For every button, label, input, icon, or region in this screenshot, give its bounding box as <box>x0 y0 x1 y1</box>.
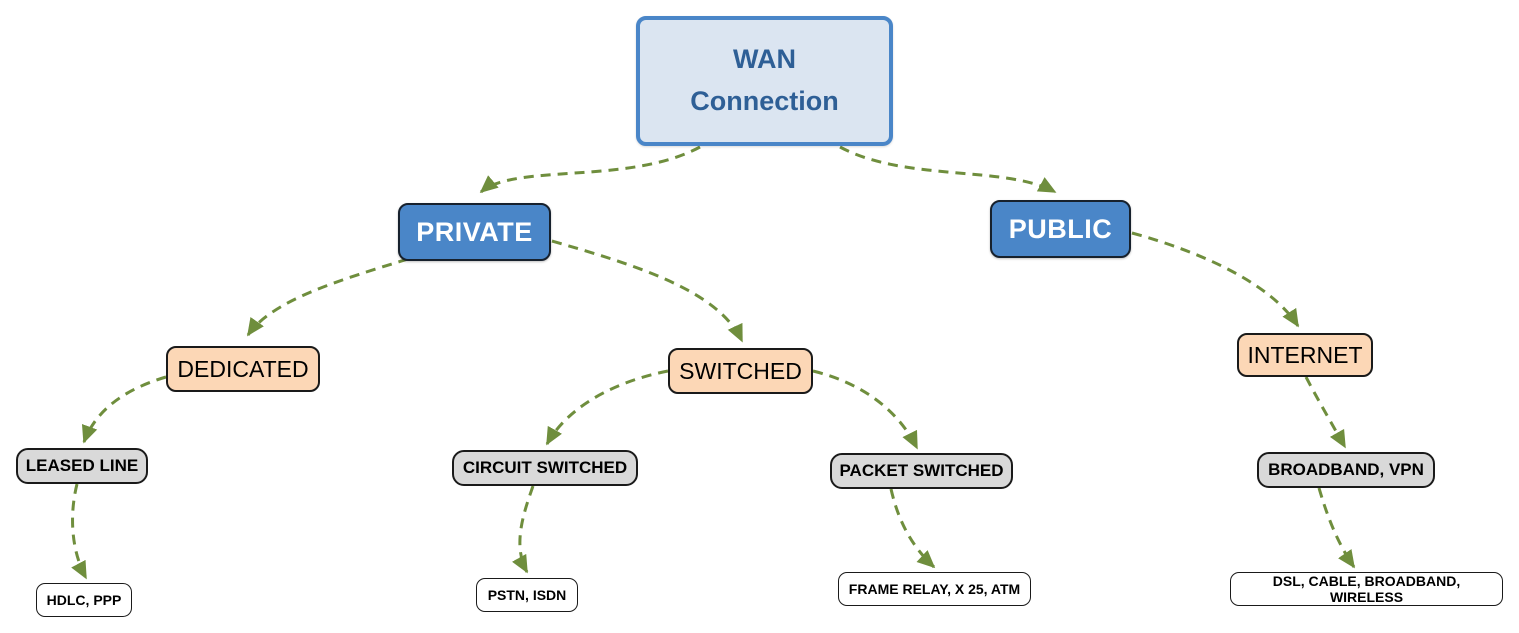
edge-broadband-dsl <box>1317 487 1356 569</box>
edge-private-switched <box>551 239 744 343</box>
edge-public-internet <box>1131 231 1300 328</box>
node-wan-connection[interactable]: WAN Connection <box>636 16 893 146</box>
node-public-label: PUBLIC <box>1008 213 1113 244</box>
node-leased-line[interactable]: LEASED LINE <box>16 448 148 484</box>
node-public[interactable]: PUBLIC <box>990 200 1131 258</box>
node-broadband-vpn-label: BROADBAND, VPN <box>1268 460 1424 479</box>
node-hdlc-ppp[interactable]: HDLC, PPP <box>36 583 132 617</box>
node-broadband-vpn[interactable]: BROADBAND, VPN <box>1257 452 1435 488</box>
node-dedicated[interactable]: DEDICATED <box>166 346 320 392</box>
edge-private-dedicated <box>246 257 409 337</box>
node-circuit-switched-label: CIRCUIT SWITCHED <box>462 458 628 477</box>
node-frame-relay[interactable]: FRAME RELAY, X 25, ATM <box>838 572 1031 606</box>
node-switched-label: SWITCHED <box>679 357 802 384</box>
node-pstn-isdn-label: PSTN, ISDN <box>487 587 567 603</box>
node-internet[interactable]: INTERNET <box>1237 333 1373 377</box>
node-private-label: PRIVATE <box>416 216 533 247</box>
node-dsl-cable[interactable]: DSL, CABLE, BROADBAND, WIRELESS <box>1230 572 1503 606</box>
edge-leasedline-hdlc <box>71 483 88 580</box>
node-circuit-switched[interactable]: CIRCUIT SWITCHED <box>452 450 638 486</box>
node-frame-relay-label: FRAME RELAY, X 25, ATM <box>848 581 1021 597</box>
node-dedicated-label: DEDICATED <box>177 355 309 382</box>
edge-switched-circuit <box>545 369 669 446</box>
node-private[interactable]: PRIVATE <box>398 203 551 261</box>
edge-wan-private <box>479 145 701 194</box>
edge-circuit-pstn <box>512 485 535 574</box>
node-dsl-cable-label: DSL, CABLE, BROADBAND, WIRELESS <box>1272 573 1461 605</box>
node-packet-switched-label: PACKET SWITCHED <box>839 461 1004 480</box>
node-switched[interactable]: SWITCHED <box>668 348 813 394</box>
node-wan-connection-label: WAN Connection <box>690 44 839 116</box>
node-internet-label: INTERNET <box>1247 341 1363 368</box>
edge-switched-packet <box>812 369 919 450</box>
edge-wan-public <box>839 145 1057 194</box>
edge-packet-framerelay <box>889 488 936 569</box>
node-leased-line-label: LEASED LINE <box>25 456 139 475</box>
node-pstn-isdn[interactable]: PSTN, ISDN <box>476 578 578 612</box>
node-hdlc-ppp-label: HDLC, PPP <box>46 592 122 608</box>
node-packet-switched[interactable]: PACKET SWITCHED <box>830 453 1013 489</box>
edge-dedicated-leasedline <box>81 375 167 444</box>
edge-internet-broadband <box>1304 376 1347 449</box>
